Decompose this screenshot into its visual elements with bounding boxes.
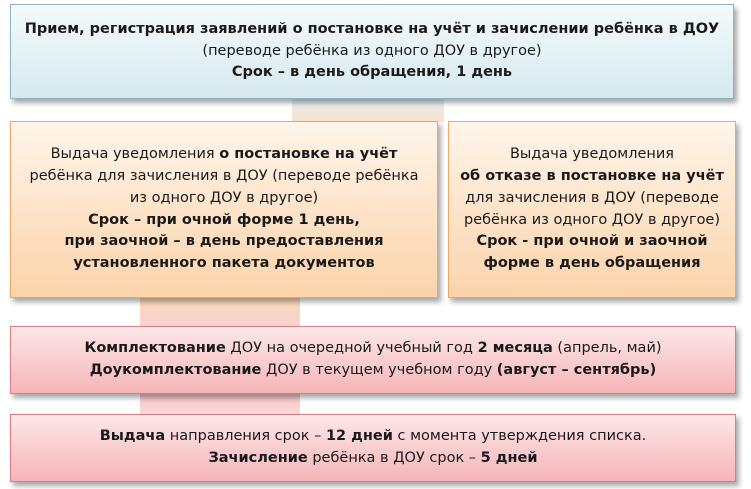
connector-middle-to-row3: [140, 298, 300, 326]
left-line-1: Выдача уведомления о постановке на учёт: [50, 146, 398, 163]
row3-line-1: Комплектование ДОУ на очередной учебный …: [84, 340, 662, 357]
row3-line-2: Доукомплектование ДОУ в текущем учебном …: [89, 362, 657, 378]
left-line-6: установленного пакета документов: [73, 255, 375, 271]
connector-row3-to-row4: [140, 394, 300, 414]
right-line-5: Срок - при очной и заочной: [476, 233, 708, 250]
step-referral-enrollment: Выдача направления срок – 12 дней с моме…: [10, 414, 736, 482]
left-line-5: при заочной – в день предоставления: [64, 233, 384, 250]
top-line-2: (переводе ребёнка из одного ДОУ в другое…: [202, 42, 542, 59]
left-line-4: Срок – при очной форме 1 день,: [88, 211, 360, 228]
row4-line-2: Зачисление ребёнка в ДОУ срок – 5 дней: [208, 450, 538, 466]
step-registration-notice: Выдача уведомления о постановке на учёт …: [10, 121, 438, 298]
step-staffing: Комплектование ДОУ на очередной учебный …: [10, 326, 736, 394]
left-line-2: ребёнка для зачисления в ДОУ (переводе р…: [29, 168, 419, 184]
top-line-1: Прием, регистрация заявлений о постановк…: [24, 20, 720, 37]
right-line-6: форме в день обращения: [483, 255, 701, 271]
connector-top-to-middle: [292, 98, 444, 122]
step-refusal-notice: Выдача уведомления об отказе в постановк…: [448, 121, 736, 298]
right-line-1: Выдача уведомления: [509, 146, 675, 163]
row4-line-1: Выдача направления срок – 12 дней с моме…: [99, 428, 647, 445]
right-line-3: для зачисления в ДОУ (переводе: [465, 189, 719, 206]
top-line-3: Срок – в день обращения, 1 день: [231, 64, 513, 81]
left-line-3: из одного ДОУ в другое): [129, 189, 319, 206]
step-application-registration: Прием, регистрация заявлений о постановк…: [10, 4, 734, 99]
right-line-4: ребёнка из одного ДОУ в другое): [463, 211, 721, 228]
right-line-2: об отказе в постановке на учёт: [460, 168, 724, 184]
